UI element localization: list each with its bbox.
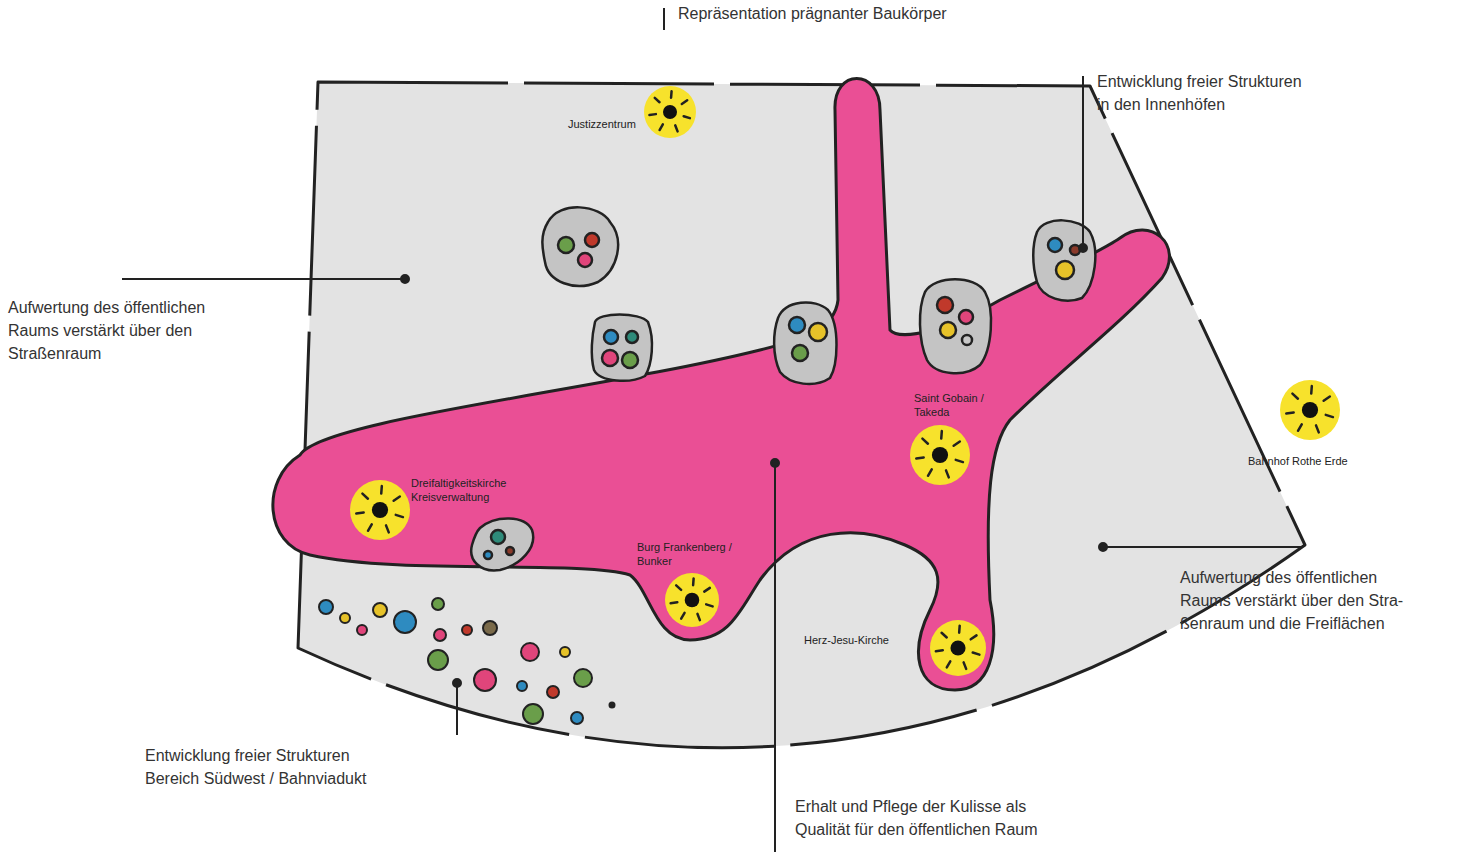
landmark-label: Justizzentrum <box>568 118 636 132</box>
callout-text: Entwicklung freier Strukturen in den Inn… <box>1097 70 1307 116</box>
landmark-node: Burg Frankenberg / Bunker <box>665 573 719 627</box>
landmark-symbol <box>350 480 410 540</box>
landmark-symbol <box>910 425 970 485</box>
callout-text: Erhalt und Pflege der Kulisse als Qualit… <box>795 795 1068 841</box>
callout-text: Entwicklung freier Strukturen Bereich Sü… <box>145 744 372 790</box>
landmark-symbol <box>665 573 719 627</box>
landmark-label: Dreifaltigkeitskirche Kreisverwaltung <box>411 477 512 505</box>
landmark-label: Bahnhof Rothe Erde <box>1248 455 1348 469</box>
landmark-node: Herz-Jesu-Kirche <box>930 620 986 676</box>
callout-text: Aufwertung des öffentlichen Raums verstä… <box>8 296 211 366</box>
landmark-label: Saint Gobain / Takeda <box>914 392 989 420</box>
landmark-label: Herz-Jesu-Kirche <box>804 634 889 648</box>
landmark-node: Bahnhof Rothe Erde <box>1280 380 1340 440</box>
callout-text: Repräsentation prägnanter Baukörper <box>678 2 947 25</box>
courtyard-blobs <box>471 207 1095 570</box>
backdrop-area <box>273 79 1170 691</box>
landmark-symbol <box>1280 380 1340 440</box>
landmark-symbol <box>930 620 986 676</box>
leader-lines <box>122 8 1303 852</box>
callout-text: Aufwertung des öffentlichen Raums verstä… <box>1180 566 1409 636</box>
landmark-symbol <box>644 86 696 138</box>
landmark-node: Dreifaltigkeitskirche Kreisverwaltung <box>350 480 410 540</box>
free-structures <box>319 598 615 724</box>
landmark-node: Justizzentrum <box>644 86 696 138</box>
landmark-node: Saint Gobain / Takeda <box>910 425 970 485</box>
landmark-label: Burg Frankenberg / Bunker <box>637 541 737 569</box>
